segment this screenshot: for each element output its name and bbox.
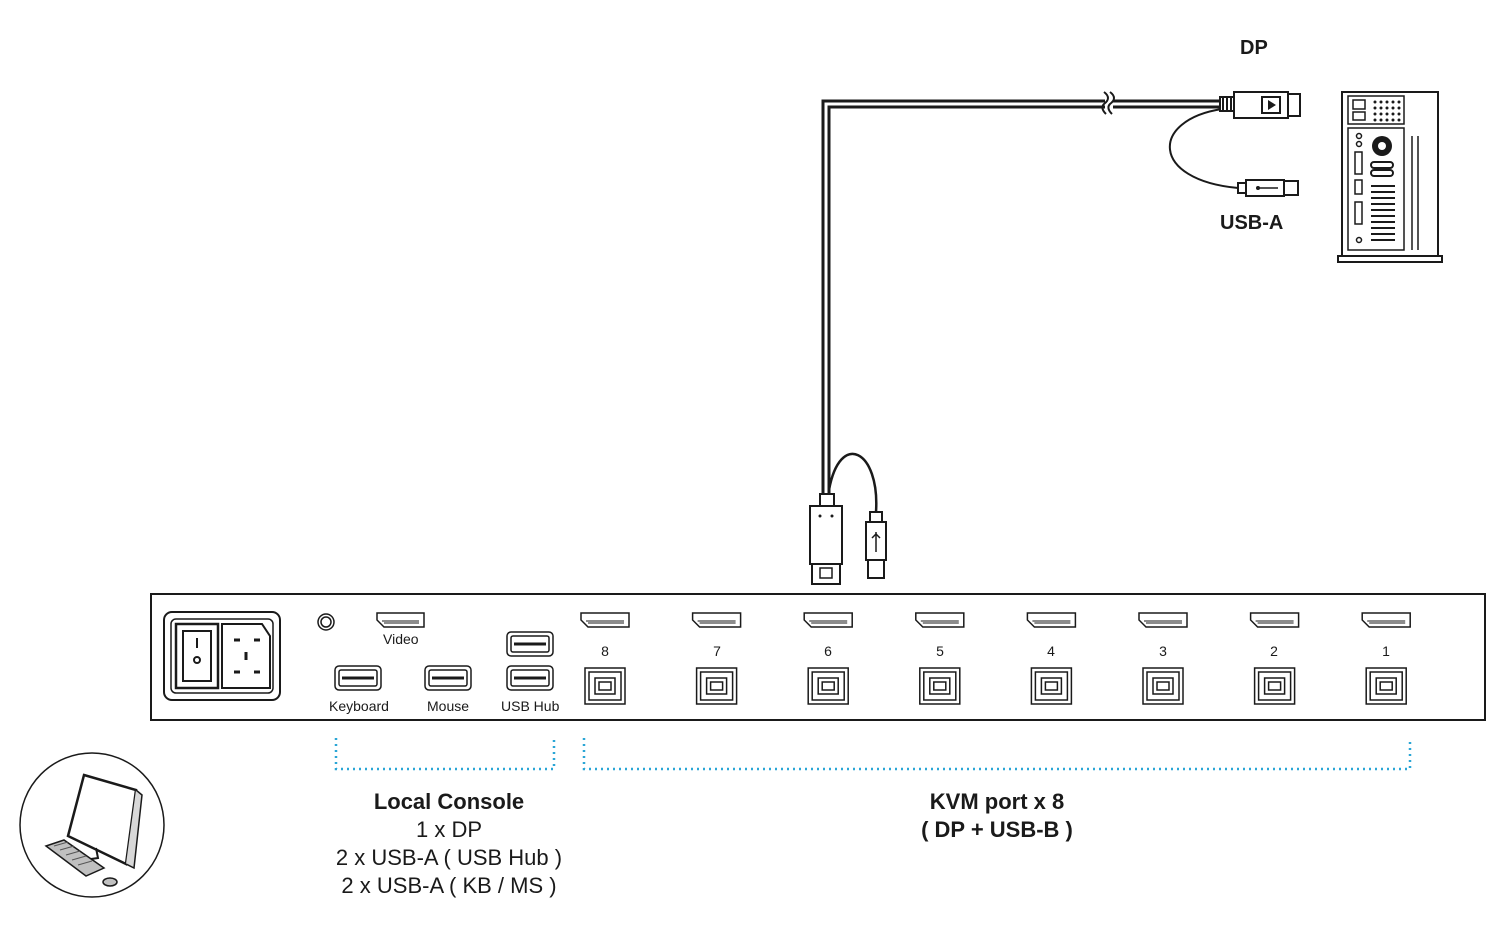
kvm-port-number: 7 — [713, 643, 721, 659]
computer-tower — [1337, 91, 1443, 263]
kvm-dp-port — [1361, 612, 1411, 628]
kvm-port-caption: KVM port x 8 ( DP + USB-B ) — [921, 788, 1073, 844]
keyboard-port-label: Keyboard — [329, 698, 389, 714]
local-console-title: Local Console — [373, 789, 525, 814]
bracket-local-console — [334, 738, 556, 771]
kvm-port-number: 5 — [936, 643, 944, 659]
kvm-dp-port — [1249, 612, 1300, 628]
local-console-icon — [19, 752, 165, 898]
kvm-usb-b-pins — [598, 681, 612, 691]
kvm-dp-port — [1026, 612, 1077, 628]
kvm-usb-b-socket — [1369, 671, 1403, 701]
kvm-usb-b-socket — [1257, 671, 1292, 701]
kvm-port — [1361, 612, 1411, 705]
kvm-usb-b-tongue — [1152, 677, 1174, 695]
kvm-usb-b-socket — [1034, 671, 1069, 701]
dp-cable — [821, 91, 1222, 500]
kvm-usb-b-port — [807, 667, 849, 705]
kvm-dp-port — [1138, 612, 1188, 628]
kvm-usb-b-port — [919, 667, 961, 705]
kvm-port-subtitle: ( DP + USB-B ) — [921, 817, 1073, 842]
kvm-usb-b-tongue — [1375, 677, 1397, 695]
kvm-port-number: 2 — [1270, 643, 1278, 659]
kvm-port — [1249, 612, 1300, 705]
kvm-usb-b-pins — [1156, 681, 1170, 691]
kvm-dp-port — [915, 612, 965, 628]
kvm-port-number: 6 — [824, 643, 832, 659]
kvm-usb-b-tongue — [594, 677, 616, 695]
local-console-line: 1 x DP — [415, 817, 483, 842]
kvm-usb-b-port — [1030, 667, 1073, 705]
kvm-port — [691, 612, 742, 705]
kvm-dp-port — [691, 612, 742, 628]
kvm-usb-b-socket — [923, 671, 957, 701]
kvm-usb-b-port — [1253, 667, 1296, 705]
console-usb-ports — [334, 631, 554, 691]
kvm-usb-b-port — [1365, 667, 1407, 705]
kvm-usb-b-tongue — [817, 677, 839, 695]
kvm-port-number: 3 — [1159, 643, 1167, 659]
power-module — [163, 611, 281, 701]
kvm-port-number: 8 — [601, 643, 609, 659]
kvm-port — [1138, 612, 1188, 705]
kvm-port — [1026, 612, 1077, 705]
kvm-port-group — [580, 612, 1411, 705]
kvm-usb-b-tongue — [705, 677, 728, 695]
kvm-usb-b-port — [695, 667, 738, 705]
kvm-dp-port — [580, 612, 630, 628]
kvm-port — [915, 612, 965, 705]
local-console-line: 2 x USB-A ( USB Hub ) — [335, 845, 563, 870]
kvm-usb-b-tongue — [1263, 677, 1286, 695]
kvm-usb-b-socket — [588, 671, 622, 701]
usb-a-label: USB-A — [1220, 212, 1284, 234]
kvm-usb-b-pins — [1044, 681, 1059, 691]
dp-label: DP — [1240, 37, 1268, 59]
kvm-usb-b-pins — [1379, 681, 1393, 691]
video-port-label: Video — [383, 631, 419, 647]
kvm-usb-b-socket — [699, 671, 734, 701]
kvm-usb-b-tongue — [929, 677, 951, 695]
kvm-usb-b-pins — [709, 681, 724, 691]
kvm-usb-b-port — [584, 667, 626, 705]
dp-connector-bottom — [809, 493, 843, 585]
mouse-port-label: Mouse — [427, 698, 470, 714]
local-console-line: 2 x USB-A ( KB / MS ) — [341, 873, 557, 898]
console-jack — [317, 613, 335, 631]
kvm-usb-b-pins — [1267, 681, 1282, 691]
local-console-caption: Local Console 1 x DP 2 x USB-A ( USB Hub… — [336, 788, 562, 900]
kvm-usb-b-pins — [933, 681, 947, 691]
kvm-dp-port — [803, 612, 853, 628]
usb-cable — [827, 108, 1239, 513]
usb-connector-bottom — [865, 511, 887, 579]
bracket-kvm-ports — [582, 738, 1412, 771]
usb-hub-port-label: USB Hub — [501, 698, 560, 714]
kvm-port-title: KVM port x 8 — [929, 789, 1065, 814]
kvm-usb-b-tongue — [1040, 677, 1063, 695]
dp-connector-top — [1219, 91, 1301, 119]
usb-a-connector-top — [1237, 179, 1299, 197]
kvm-port — [580, 612, 630, 705]
kvm-port — [803, 612, 853, 705]
kvm-usb-b-port — [1142, 667, 1184, 705]
kvm-port-number: 4 — [1047, 643, 1055, 659]
kvm-usb-b-socket — [811, 671, 845, 701]
kvm-port-number: 1 — [1382, 643, 1390, 659]
console-video-port — [376, 612, 425, 628]
kvm-usb-b-socket — [1146, 671, 1180, 701]
kvm-usb-b-pins — [821, 681, 835, 691]
